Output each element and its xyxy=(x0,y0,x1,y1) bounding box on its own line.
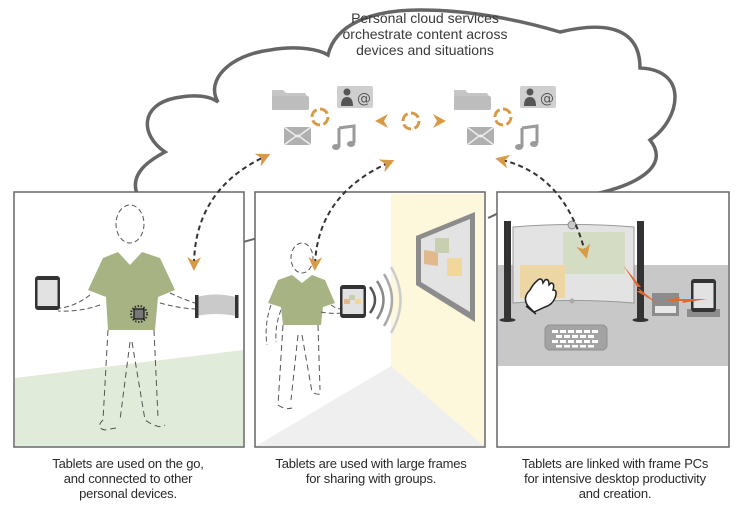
svg-text:@: @ xyxy=(540,91,554,107)
music-note-icon xyxy=(515,124,539,150)
caption-line: Tablets are used with large frames xyxy=(275,456,467,471)
caption-line: and connected to other xyxy=(63,471,193,486)
panel-frame-pcs xyxy=(496,191,730,448)
shirt xyxy=(268,275,335,325)
contact-email-icon: @ xyxy=(337,86,373,108)
music-note-icon xyxy=(332,124,356,150)
panel-large-frames xyxy=(254,191,486,448)
sync-icon xyxy=(493,107,513,127)
panel-on-the-go xyxy=(13,191,245,448)
caption-line: Tablets are used on the go, xyxy=(52,456,204,471)
shirt xyxy=(88,252,175,330)
wearable-chip-icon xyxy=(130,305,148,323)
armband-device xyxy=(195,294,239,318)
floor xyxy=(15,350,243,446)
folder-icon xyxy=(272,90,309,110)
wireless-link-icon xyxy=(664,297,707,303)
cloud-icons-left: @ xyxy=(272,86,373,150)
cloud-title-line: orchestrate content across xyxy=(342,26,508,42)
floor xyxy=(256,366,484,446)
caption-line: personal devices. xyxy=(79,486,177,501)
speaker-left xyxy=(504,221,511,319)
svg-text:@: @ xyxy=(357,91,371,107)
sync-icon xyxy=(310,107,330,127)
tablet-device xyxy=(35,276,60,310)
caption-line: for intensive desktop productivity xyxy=(524,471,706,486)
mail-icon xyxy=(466,126,495,146)
mail-icon xyxy=(283,126,312,146)
caption-frame-pcs: Tablets are linked with frame PCs for in… xyxy=(492,456,738,501)
cloud-icons-right: @ xyxy=(454,86,556,150)
bidirectional-sync-icon xyxy=(375,111,446,131)
wall-frame-display xyxy=(416,212,475,322)
caption-line: for sharing with groups. xyxy=(305,471,437,486)
keyboard-device xyxy=(544,324,608,351)
sync-arrow-panel3 xyxy=(495,154,591,259)
cloud-outline xyxy=(133,8,677,201)
caption-on-the-go: Tablets are used on the go, and connecte… xyxy=(14,456,242,501)
speaker-right xyxy=(637,221,644,319)
caption-line: Tablets are linked with frame PCs xyxy=(521,456,709,471)
tablet-device xyxy=(687,279,720,317)
cloud-title: Personal cloud services orchestrate cont… xyxy=(330,10,520,58)
tablet-device xyxy=(340,285,366,318)
person-head xyxy=(115,204,145,244)
cloud-title-line: devices and situations xyxy=(356,42,494,58)
caption-line: and creation. xyxy=(578,486,652,501)
docking-station xyxy=(652,293,679,316)
cloud-title-line: Personal cloud services xyxy=(351,10,499,26)
folder-icon xyxy=(454,90,491,110)
hand-gesture-icon xyxy=(524,278,557,315)
wireless-signal-icon xyxy=(368,266,402,334)
contact-email-icon: @ xyxy=(520,86,556,108)
caption-large-frames: Tablets are used with large frames for s… xyxy=(252,456,490,486)
sync-arrow-panel1 xyxy=(187,153,271,271)
sync-arrow-panel2 xyxy=(308,159,395,271)
